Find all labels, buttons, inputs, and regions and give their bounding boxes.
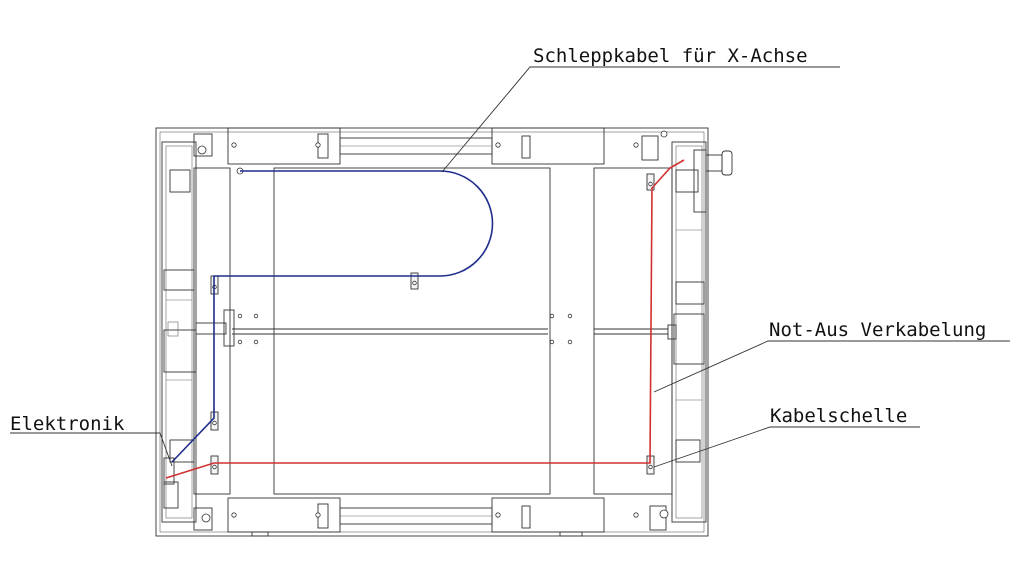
drag-chain-leader — [441, 66, 840, 173]
emergency-stop-leader — [653, 340, 1010, 393]
top-axis-assembly — [193, 127, 668, 165]
drag-chain-cable — [171, 170, 494, 463]
leader-lines — [10, 66, 1010, 468]
machine-frame — [155, 127, 733, 537]
electronics-leader — [10, 432, 173, 467]
left-carriage — [193, 167, 259, 495]
label-electronics: Elektronik — [10, 413, 125, 435]
cable-clamp-icon — [646, 173, 655, 191]
left-rail — [161, 141, 197, 523]
cable-clamp-icon — [410, 272, 419, 290]
gantry-plate — [232, 167, 573, 495]
label-emergency-stop-wiring: Not-Aus Verkabelung — [769, 319, 986, 341]
label-cable-clamp: Kabelschelle — [770, 405, 907, 427]
frame-outline — [155, 127, 709, 537]
label-drag-chain: Schleppkabel für X-Achse — [533, 45, 808, 67]
right-rail — [671, 141, 707, 523]
right-carriage — [593, 167, 677, 495]
bottom-axis-assembly — [193, 497, 669, 537]
emergency-stop-cable — [165, 159, 685, 479]
cable-clamp-leader — [653, 426, 920, 468]
emergency-stop-button-icon — [705, 150, 733, 176]
cable-clamps — [210, 167, 655, 475]
cable-clamp-icon — [210, 411, 219, 431]
cable-clamp-icon — [210, 455, 219, 475]
